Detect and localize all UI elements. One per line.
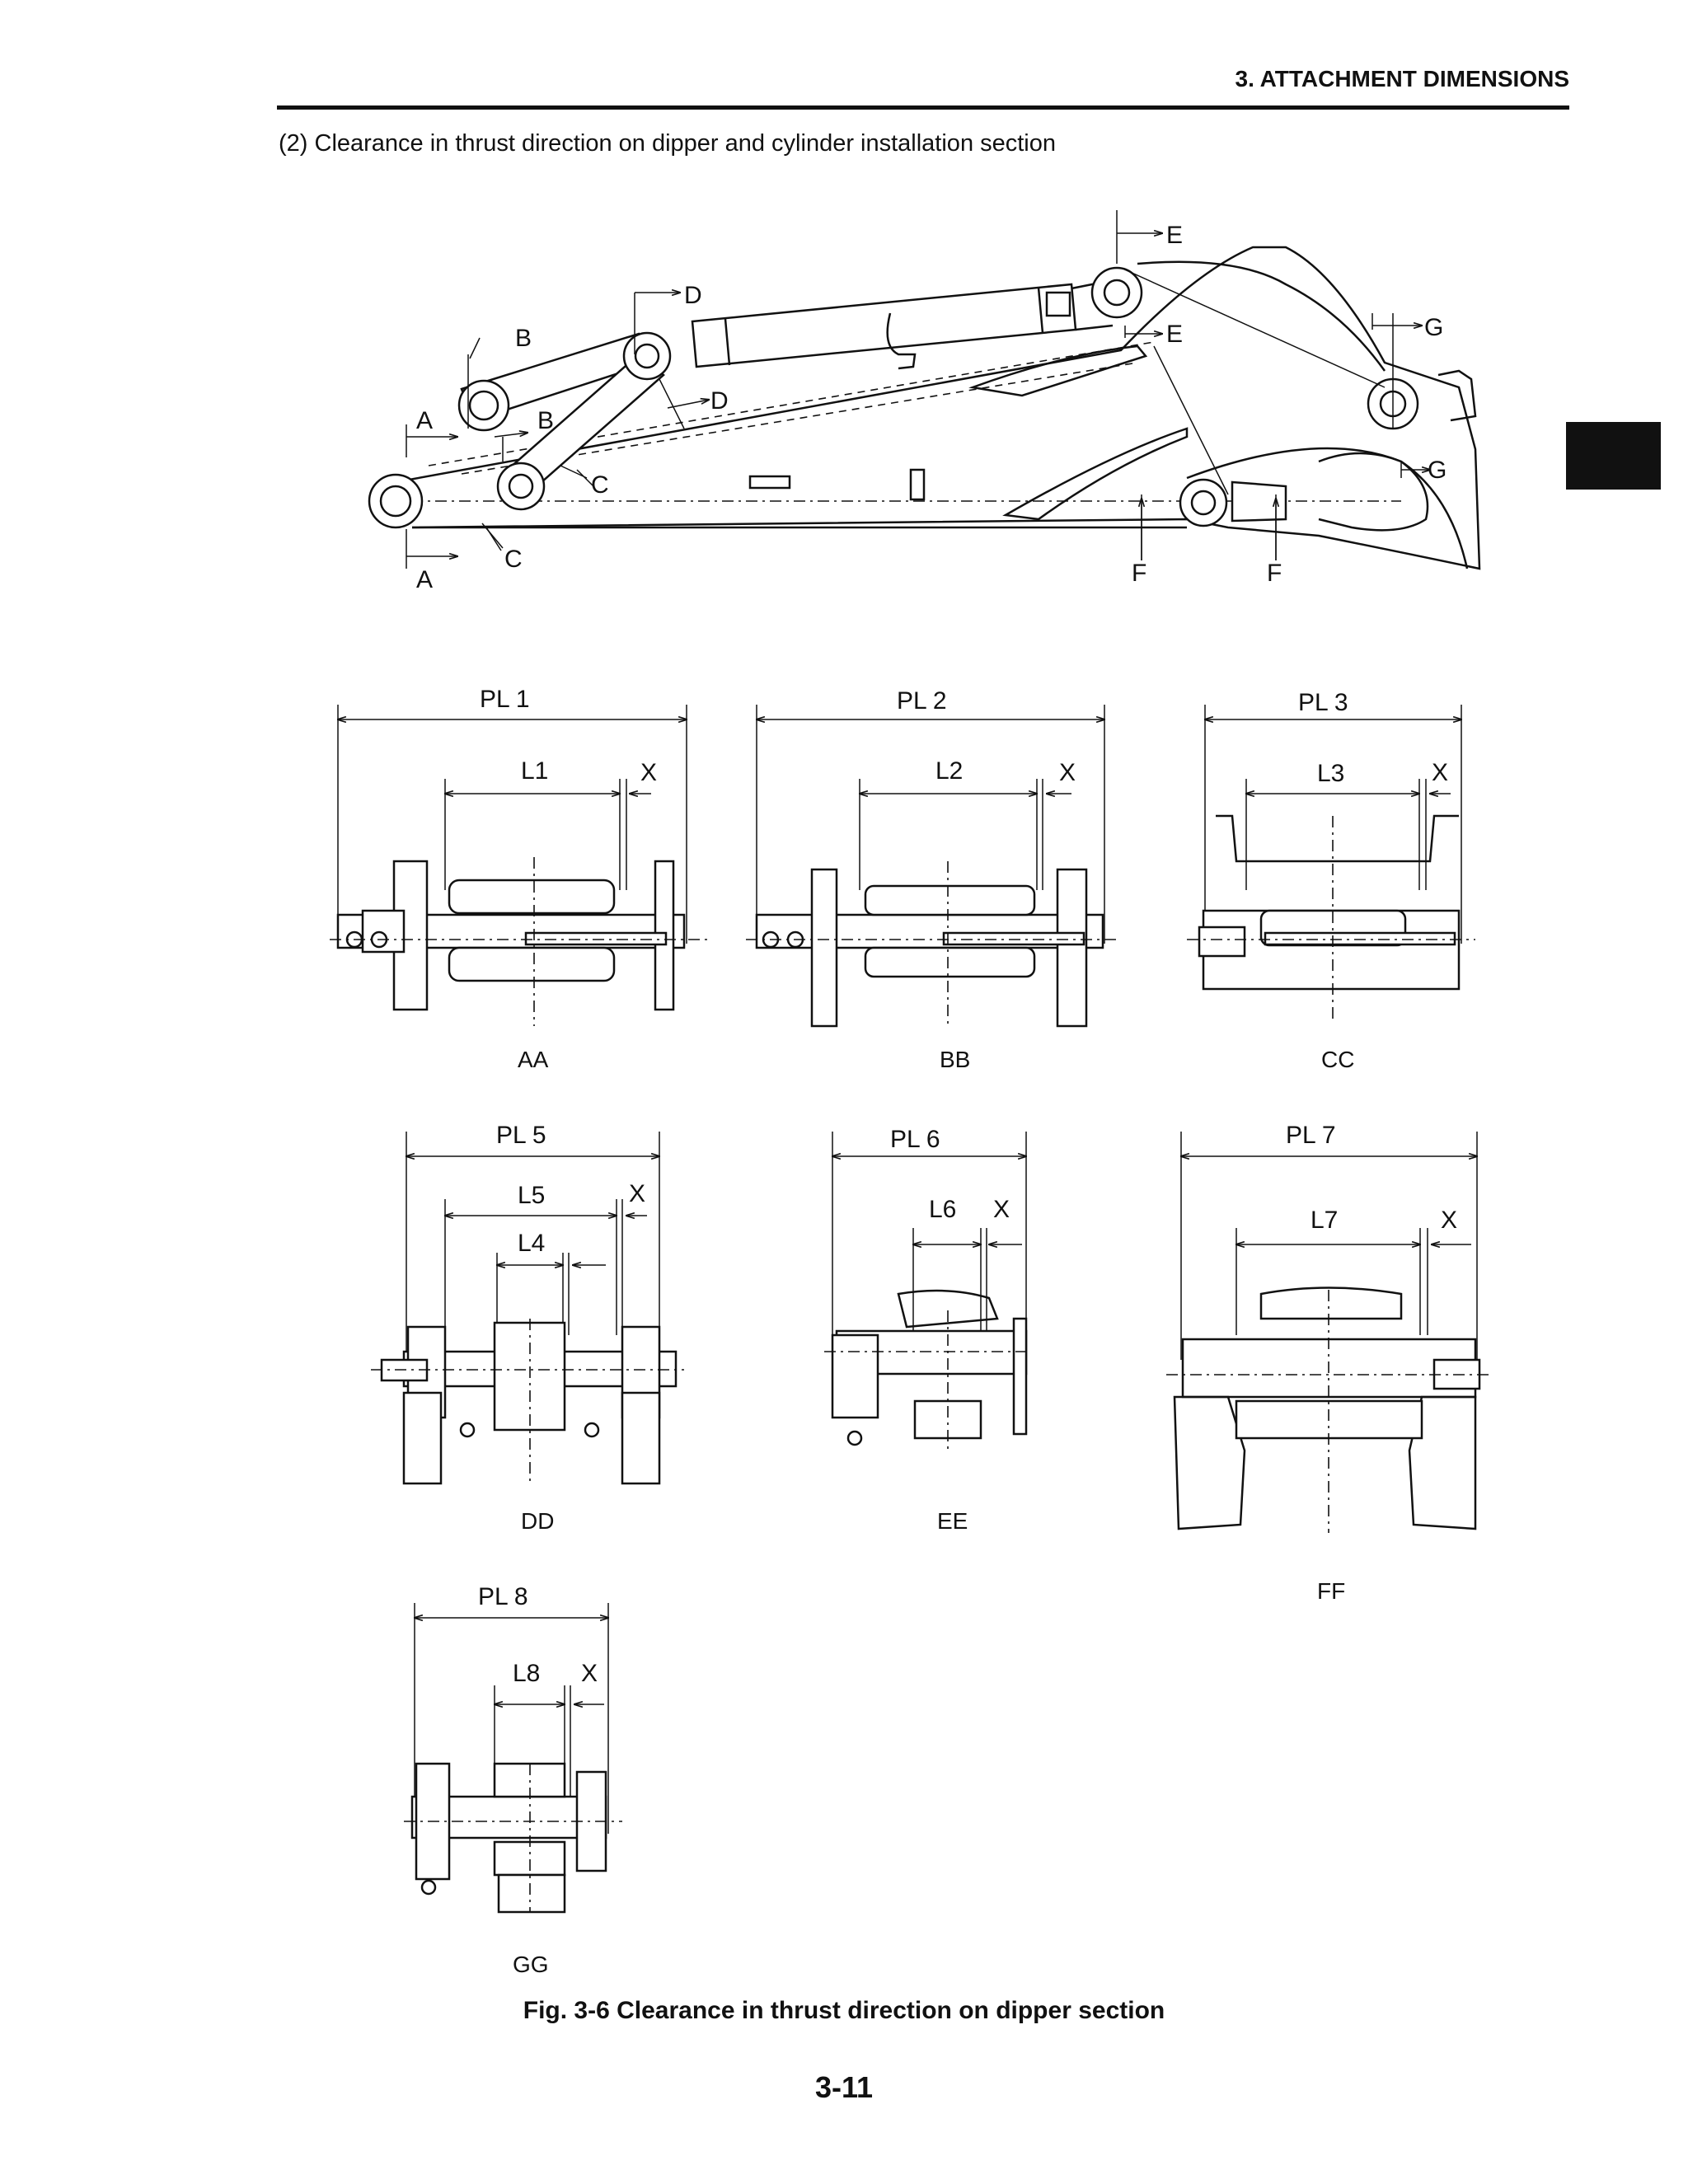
sec-ff-l: L7 <box>1311 1207 1338 1234</box>
sec-gg-pl: PL 8 <box>478 1583 528 1610</box>
page-number: 3-11 <box>814 2070 874 2104</box>
section-gg <box>404 1603 622 1914</box>
figure-caption: Fig. 3-6 Clearance in thrust direction o… <box>523 1997 1165 2024</box>
label-a-upper: A <box>416 407 433 434</box>
sec-dd-l-inner: L4 <box>518 1230 545 1257</box>
section-ee <box>824 1132 1030 1451</box>
arrow-b-lower <box>494 433 528 438</box>
label-c-lower: C <box>504 546 523 573</box>
arrow-d-lower <box>667 400 709 409</box>
label-g-upper: G <box>1424 314 1443 341</box>
sec-aa-pl: PL 1 <box>480 686 530 713</box>
section-aa <box>330 705 709 1026</box>
sec-cc-x: X <box>1432 759 1448 786</box>
section-cc <box>1187 705 1475 1022</box>
sec-dd-x: X <box>629 1180 645 1207</box>
label-f-right: F <box>1267 560 1282 587</box>
arrow-c-upper <box>560 465 588 479</box>
arrow-b-upper <box>469 337 481 359</box>
sec-ee-l: L6 <box>929 1196 956 1223</box>
label-a-lower: A <box>416 566 433 593</box>
sec-dd-name: DD <box>521 1508 554 1534</box>
section-subtitle: (2) Clearance in thrust direction on dip… <box>279 130 1057 157</box>
sec-dd-l: L5 <box>518 1182 545 1209</box>
dipper-overview-drawing <box>368 246 1481 570</box>
sec-ee-x: X <box>993 1196 1010 1223</box>
sec-gg-x: X <box>581 1660 598 1687</box>
sec-aa-name: AA <box>518 1047 549 1072</box>
label-b-upper: B <box>515 325 532 352</box>
page-header: 3. ATTACHMENT DIMENSIONS <box>277 64 1569 110</box>
sec-gg-l: L8 <box>513 1660 540 1687</box>
sec-aa-l: L1 <box>521 757 548 785</box>
label-d-lower: D <box>710 387 729 415</box>
sec-ee-pl: PL 6 <box>890 1126 940 1153</box>
cut-line-c-upper <box>576 469 594 487</box>
section-arrows <box>406 233 1430 560</box>
sec-bb-x: X <box>1059 759 1076 786</box>
cut-line-d-lower <box>659 378 685 429</box>
sec-bb-l: L2 <box>935 757 963 785</box>
sec-bb-pl: PL 2 <box>897 687 947 715</box>
sec-bb-name: BB <box>940 1047 970 1072</box>
label-e-lower: E <box>1166 321 1183 348</box>
sec-cc-l: L3 <box>1317 760 1344 787</box>
label-b-lower: B <box>537 407 554 434</box>
section-dd <box>371 1132 684 1485</box>
label-g-lower: G <box>1428 457 1447 484</box>
sec-ff-name: FF <box>1317 1578 1345 1604</box>
sec-gg-name: GG <box>513 1952 549 1977</box>
header-title: 3. ATTACHMENT DIMENSIONS <box>1235 66 1569 91</box>
section-ff <box>1166 1132 1492 1533</box>
arrow-c-lower <box>485 527 502 551</box>
sec-cc-name: CC <box>1321 1047 1354 1072</box>
label-e-upper: E <box>1166 222 1183 249</box>
sec-cc-pl: PL 3 <box>1298 689 1348 716</box>
sec-ff-x: X <box>1441 1207 1457 1234</box>
label-f-left: F <box>1132 560 1146 587</box>
chapter-tab-marker <box>1566 422 1661 490</box>
section-bb <box>746 705 1121 1028</box>
label-c-upper: C <box>591 471 609 499</box>
cut-line-c-lower <box>481 523 504 549</box>
sec-ee-name: EE <box>937 1508 968 1534</box>
sec-dd-pl: PL 5 <box>496 1122 546 1149</box>
sec-ff-pl: PL 7 <box>1286 1122 1336 1149</box>
sec-aa-x: X <box>640 759 657 786</box>
label-d-upper: D <box>684 282 702 309</box>
